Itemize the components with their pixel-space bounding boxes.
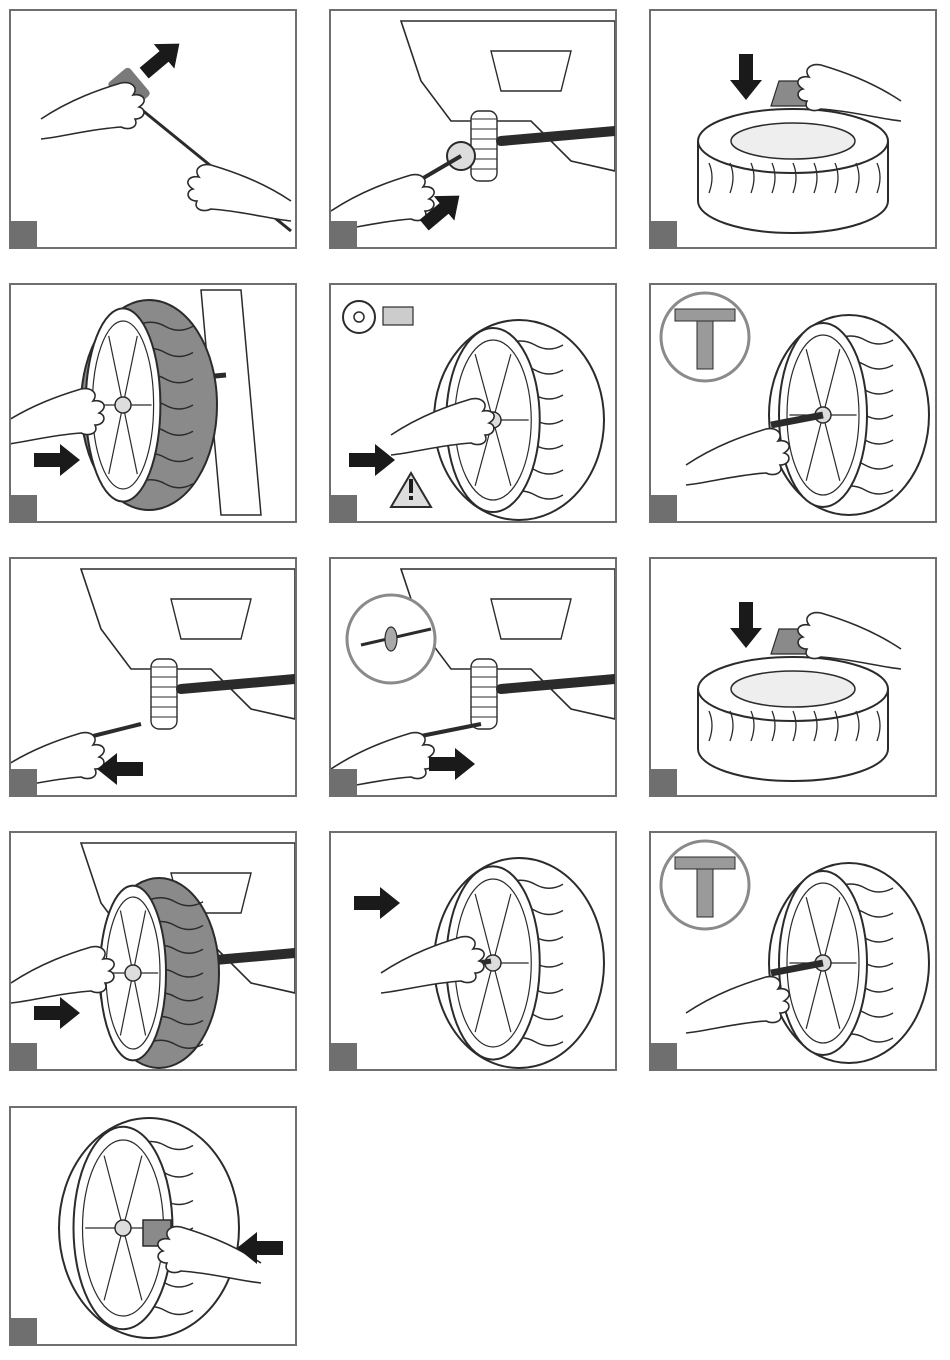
hand-icon: [41, 83, 144, 139]
flat-tire-icon: [698, 657, 888, 781]
magnifier-inset: [661, 841, 749, 929]
hand-icon: [686, 977, 789, 1033]
hand-icon: [686, 429, 789, 485]
magnifier-inset: [661, 293, 749, 381]
step-number-badge: [651, 769, 677, 795]
direction-arrow-icon: [97, 753, 143, 785]
step-panel: [329, 557, 617, 797]
vehicle-body-icon: [81, 569, 295, 729]
step-panel: [649, 557, 937, 797]
step-number-badge: [651, 1043, 677, 1069]
step-panel: [329, 831, 617, 1071]
step-panel: [649, 831, 937, 1071]
step-number-badge: [11, 495, 37, 521]
step-number-badge: [11, 769, 37, 795]
direction-arrow-icon: [349, 444, 395, 476]
step-illustration: [11, 833, 295, 1069]
step-illustration: [11, 11, 295, 247]
step-panel: [9, 283, 297, 523]
flat-tire-icon: [698, 109, 888, 233]
step-panel: [9, 831, 297, 1071]
step-number-badge: [651, 495, 677, 521]
hand-icon: [188, 165, 291, 221]
step-illustration: [651, 11, 935, 247]
step-number-badge: [651, 221, 677, 247]
direction-arrow-icon: [34, 444, 80, 476]
step-number-badge: [331, 769, 357, 795]
step-panel: [329, 9, 617, 249]
step-illustration: [331, 559, 615, 795]
step-illustration: [651, 833, 935, 1069]
vehicle-body-icon: [401, 21, 615, 181]
step-illustration: [11, 285, 295, 521]
step-illustration: [651, 559, 935, 795]
direction-arrow-icon: [429, 748, 475, 780]
tire-icon: [99, 878, 219, 1068]
step-number-badge: [11, 221, 37, 247]
direction-arrow-icon: [354, 887, 400, 919]
washer-icon: [385, 627, 397, 651]
step-illustration: [331, 11, 615, 247]
direction-arrow-icon: [134, 31, 190, 85]
wrench-icon: [675, 857, 735, 869]
wrench-icon: [675, 309, 735, 321]
step-illustration: [651, 285, 935, 521]
step-number-badge: [331, 495, 357, 521]
step-number-badge: [11, 1043, 37, 1069]
nut-icon: [383, 307, 413, 325]
step-panel: [649, 9, 937, 249]
step-panel: [329, 283, 617, 523]
tire-icon: [769, 315, 929, 515]
step-panel: [9, 557, 297, 797]
step-illustration: [331, 833, 615, 1069]
step-number-badge: [11, 1318, 37, 1344]
warning-triangle-icon: [391, 473, 431, 507]
step-number-badge: [331, 1043, 357, 1069]
direction-arrow-icon: [730, 602, 762, 648]
magnifier-inset: [347, 595, 435, 683]
tire-icon: [769, 863, 929, 1063]
direction-arrow-icon: [730, 54, 762, 100]
direction-arrow-icon: [34, 997, 80, 1029]
step-illustration: [331, 285, 615, 521]
step-illustration: [11, 1108, 295, 1344]
step-illustration: [11, 559, 295, 795]
step-panel: [649, 283, 937, 523]
step-panel: [9, 1106, 297, 1346]
step-panel: [9, 9, 297, 249]
hand-icon: [11, 947, 114, 1003]
step-number-badge: [331, 221, 357, 247]
